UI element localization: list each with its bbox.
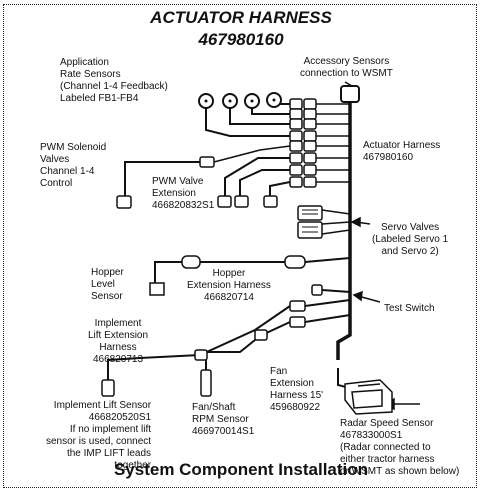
feedback-cable-2 [229,108,290,125]
pwm-ext-cable-2 [239,169,290,196]
servo-connector-1 [297,205,323,221]
feedback-connector-3 [289,118,303,130]
implement-lift-sensor [101,379,115,397]
feedback-connector-4 [289,130,303,142]
feedback-cable-3 [251,108,290,115]
test-switch-label: Test Switch [384,303,435,314]
pwm-connector-1 [289,140,303,152]
servo-valves-label: Servo Valves(Labeled Servo 1 and Servo 2… [372,222,449,257]
hopper-inline-connector-a [181,255,201,269]
servo-cables [321,209,351,235]
pwm-to-trunk [213,145,350,183]
diagram-title: ACTUATOR HARNESS [150,8,332,27]
test-switch-cable [321,289,351,293]
feedback-to-trunk [316,103,350,137]
pwm-ext-valve-1 [217,195,232,208]
pwm-connector-3 [289,164,303,176]
pwm-solenoid-valve [116,195,132,209]
pwm-inline-connector [199,156,215,168]
dotted-border [3,4,477,488]
footer-title: System Component Installation [113,460,369,479]
fan-shaft-sensor [200,369,212,397]
accessory-arrow [344,81,353,87]
feedback-cable-1 [205,108,290,137]
test-switch [311,284,323,296]
pwm-main-cable [124,161,200,196]
servo-arrowhead [350,216,361,228]
pwm-ext-valve-3 [263,195,278,208]
pwm-ext-cable-3 [269,181,291,196]
accessory-connector [340,85,360,103]
pwm-connector-2 [289,152,303,164]
pwm-connector-4 [289,176,303,188]
test-switch-arrowhead [352,290,363,302]
main-trunk-cable [336,98,352,360]
hopper-inline-connector-b [284,255,306,269]
lift-inline-connector [194,349,208,361]
pwm-ext-cable-1 [224,157,290,196]
fan-connector [289,316,306,328]
diagram-part-number: 467980160 [198,30,284,49]
hopper-level-sensor [149,282,165,296]
feedback-connector-2 [289,108,303,120]
hopper-cable [154,257,351,283]
pwm-ext-valve-2 [234,195,249,208]
implement-lift-cable [107,299,351,380]
servo-connector-2 [297,221,323,239]
feedback-connector-1 [289,98,303,110]
fan-inline-connector [254,329,268,341]
lift-connector [289,300,306,312]
